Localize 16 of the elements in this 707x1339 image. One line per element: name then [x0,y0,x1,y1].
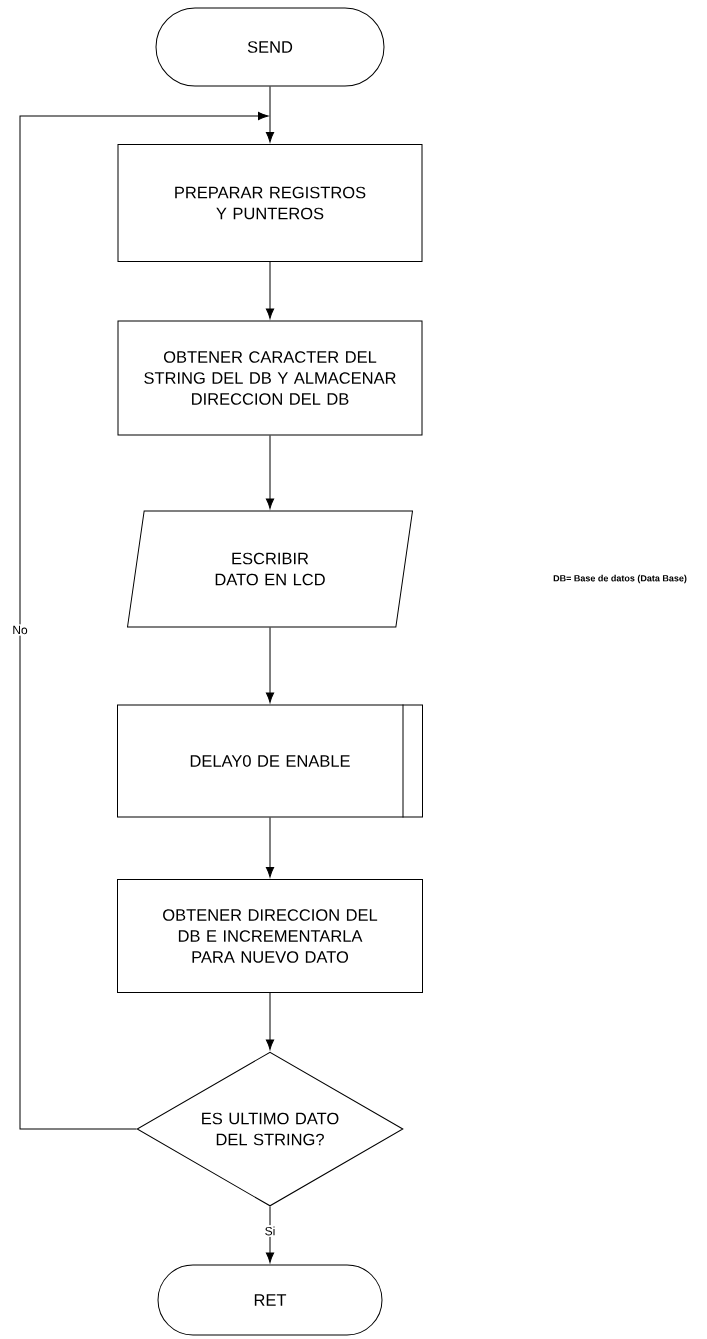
note-text: DB= Base de datos (Data Base) [553,574,687,584]
arrow [265,435,275,509]
arrow [265,992,275,1050]
arrow [265,817,275,878]
process-box: OBTENER DIRECCION DEL DB E INCREMENTARLA PARA NUEVO DATO [117,879,423,993]
process-box: PREPARAR REGISTROS Y PUNTEROS [117,144,423,262]
arrow [265,261,275,319]
arrow [19,111,269,1130]
edge-label: No [10,624,30,636]
subroutine-box: DELAY0 DE ENABLE [117,704,423,818]
arrow [265,627,275,703]
edge-label: Si [263,1225,277,1237]
process-box: OBTENER CARACTER DEL STRING DEL DB Y ALMACENAR DIRECCION DEL DB [117,320,423,436]
input-output-parallelogram: ESCRIBIR DATO EN LCD [127,510,413,628]
arrow [265,1206,275,1263]
arrow [265,86,275,143]
